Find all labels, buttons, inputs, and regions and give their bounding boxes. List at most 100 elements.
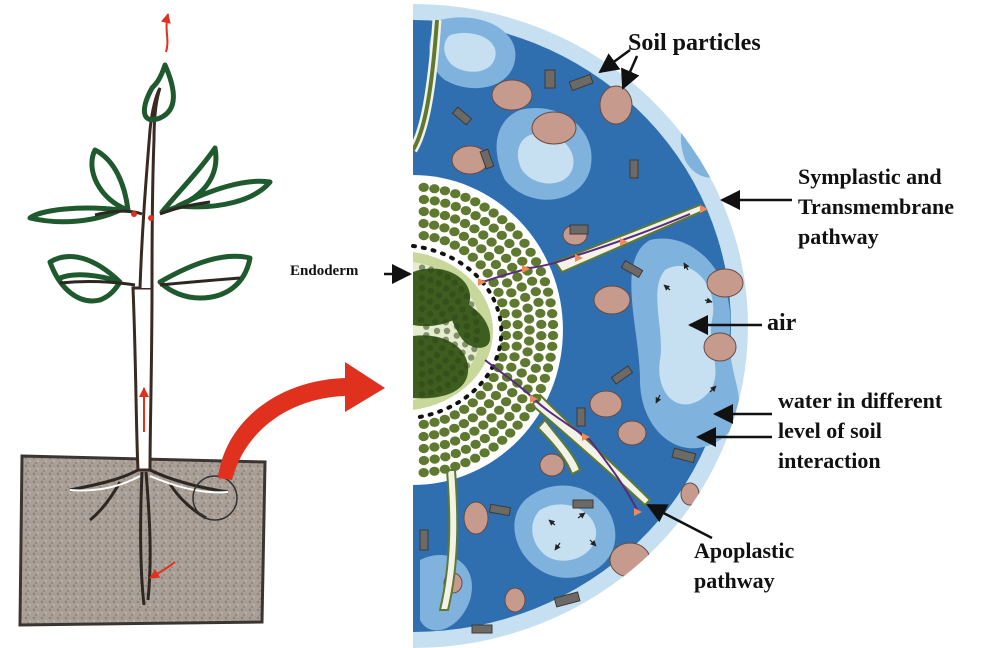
cortex-cell: [536, 267, 546, 276]
label-soil-particles: Soil particles: [628, 30, 761, 58]
cortex-cell: [535, 309, 545, 318]
stele-cell: [419, 295, 425, 301]
stele-cell: [434, 304, 440, 310]
cortex-cell: [470, 454, 480, 463]
cortex-cell: [517, 368, 527, 377]
plant-illustration: [20, 14, 385, 625]
cortex-cell: [429, 430, 439, 439]
stele-cell: [439, 311, 445, 317]
cortex-cell: [439, 223, 449, 232]
cortex-cell: [429, 184, 439, 193]
cortex-cell: [476, 391, 486, 400]
cortex-cell: [536, 331, 546, 340]
stele-cell: [448, 350, 454, 356]
cortex-cell: [545, 353, 555, 362]
cortex-cell: [429, 442, 439, 451]
cortex-cell: [491, 391, 501, 400]
cortex-cell: [460, 432, 470, 441]
stem: [133, 288, 152, 470]
cortex-cell: [511, 403, 521, 412]
stele-cell: [436, 280, 442, 286]
stele-cell: [452, 314, 458, 320]
label-water-line3: interaction: [778, 446, 942, 476]
cortex-cell: [513, 320, 523, 329]
cortex-cell: [479, 203, 489, 212]
cortex-cell: [483, 382, 493, 391]
cortex-cell: [519, 239, 529, 248]
cortex-cell: [440, 415, 450, 424]
cortex-cell: [512, 421, 522, 430]
cortex-cell: [547, 342, 557, 351]
cortex-cell: [468, 398, 478, 407]
stele-cell: [419, 391, 425, 397]
stele-cell: [462, 341, 468, 347]
label-water-levels: water in different level of soil interac…: [778, 386, 942, 476]
stele-cell: [450, 364, 456, 370]
cortex-cell: [525, 403, 535, 412]
stele-cell: [419, 371, 425, 377]
stele-cell: [434, 328, 440, 334]
cortex-cell: [489, 427, 499, 436]
label-symplastic-line3: pathway: [798, 222, 954, 252]
stele-cell: [419, 381, 425, 387]
stele-cell: [452, 376, 458, 382]
cortex-cell: [429, 221, 439, 230]
label-apoplastic-line1: Apoplastic: [694, 536, 794, 566]
cortex-cell: [519, 412, 529, 421]
cortex-cell: [430, 196, 440, 205]
cortex-cell: [543, 363, 553, 372]
cortex-cell: [525, 248, 535, 257]
cortex-cell: [511, 248, 521, 257]
stele-cell: [452, 279, 458, 285]
cortex-cell: [524, 314, 534, 323]
stele-cell: [468, 301, 474, 307]
cortex-cell: [469, 427, 479, 436]
cortex-cell: [419, 183, 429, 192]
stele-cell: [419, 350, 425, 356]
label-apoplastic-line2: pathway: [694, 566, 794, 596]
cortex-cell: [419, 468, 429, 477]
stele-cell: [444, 382, 450, 388]
cortex-cell: [476, 260, 486, 269]
cortex-cell: [527, 374, 537, 383]
cortex-cell: [517, 257, 527, 266]
pointer-soil-1: [600, 50, 630, 72]
cortex-cell: [480, 217, 490, 226]
cortex-cell: [504, 412, 514, 421]
cortex-cell: [449, 227, 459, 236]
cortex-cell: [497, 436, 507, 445]
stele-cell: [459, 350, 465, 356]
cortex-cell: [520, 358, 530, 367]
cortex-cell: [527, 277, 537, 286]
cortex-cell: [460, 219, 470, 228]
stele-cell: [464, 323, 470, 329]
cortex-cell: [470, 197, 480, 206]
cortex-cell: [497, 231, 507, 240]
stele-cell: [418, 339, 424, 345]
cortex-cell: [497, 382, 507, 391]
cortex-cell: [461, 206, 471, 215]
cortex-cell: [459, 246, 469, 255]
stele-cell: [428, 368, 434, 374]
cortex-cell: [449, 424, 459, 433]
stele-cell: [434, 352, 440, 358]
cortex-cell: [488, 373, 498, 382]
cortex-cell: [524, 325, 534, 334]
cortex-cell: [440, 440, 450, 449]
stele-cell: [419, 275, 425, 281]
stele-cell: [436, 270, 442, 276]
stele-cell: [439, 345, 445, 351]
cortex-cell: [543, 288, 553, 297]
stele-cell: [473, 337, 479, 343]
cortex-cell: [548, 331, 558, 340]
cortex-cell: [536, 384, 546, 393]
cortex-cell: [429, 418, 439, 427]
cortex-cell: [520, 293, 530, 302]
cortex-cell: [533, 353, 543, 362]
cortex-cell: [502, 278, 512, 287]
cortex-cell: [419, 231, 429, 240]
cortex-cell: [440, 452, 450, 461]
cortex-cell: [429, 208, 439, 217]
stele-cell: [419, 306, 425, 312]
stele-cell: [473, 319, 479, 325]
